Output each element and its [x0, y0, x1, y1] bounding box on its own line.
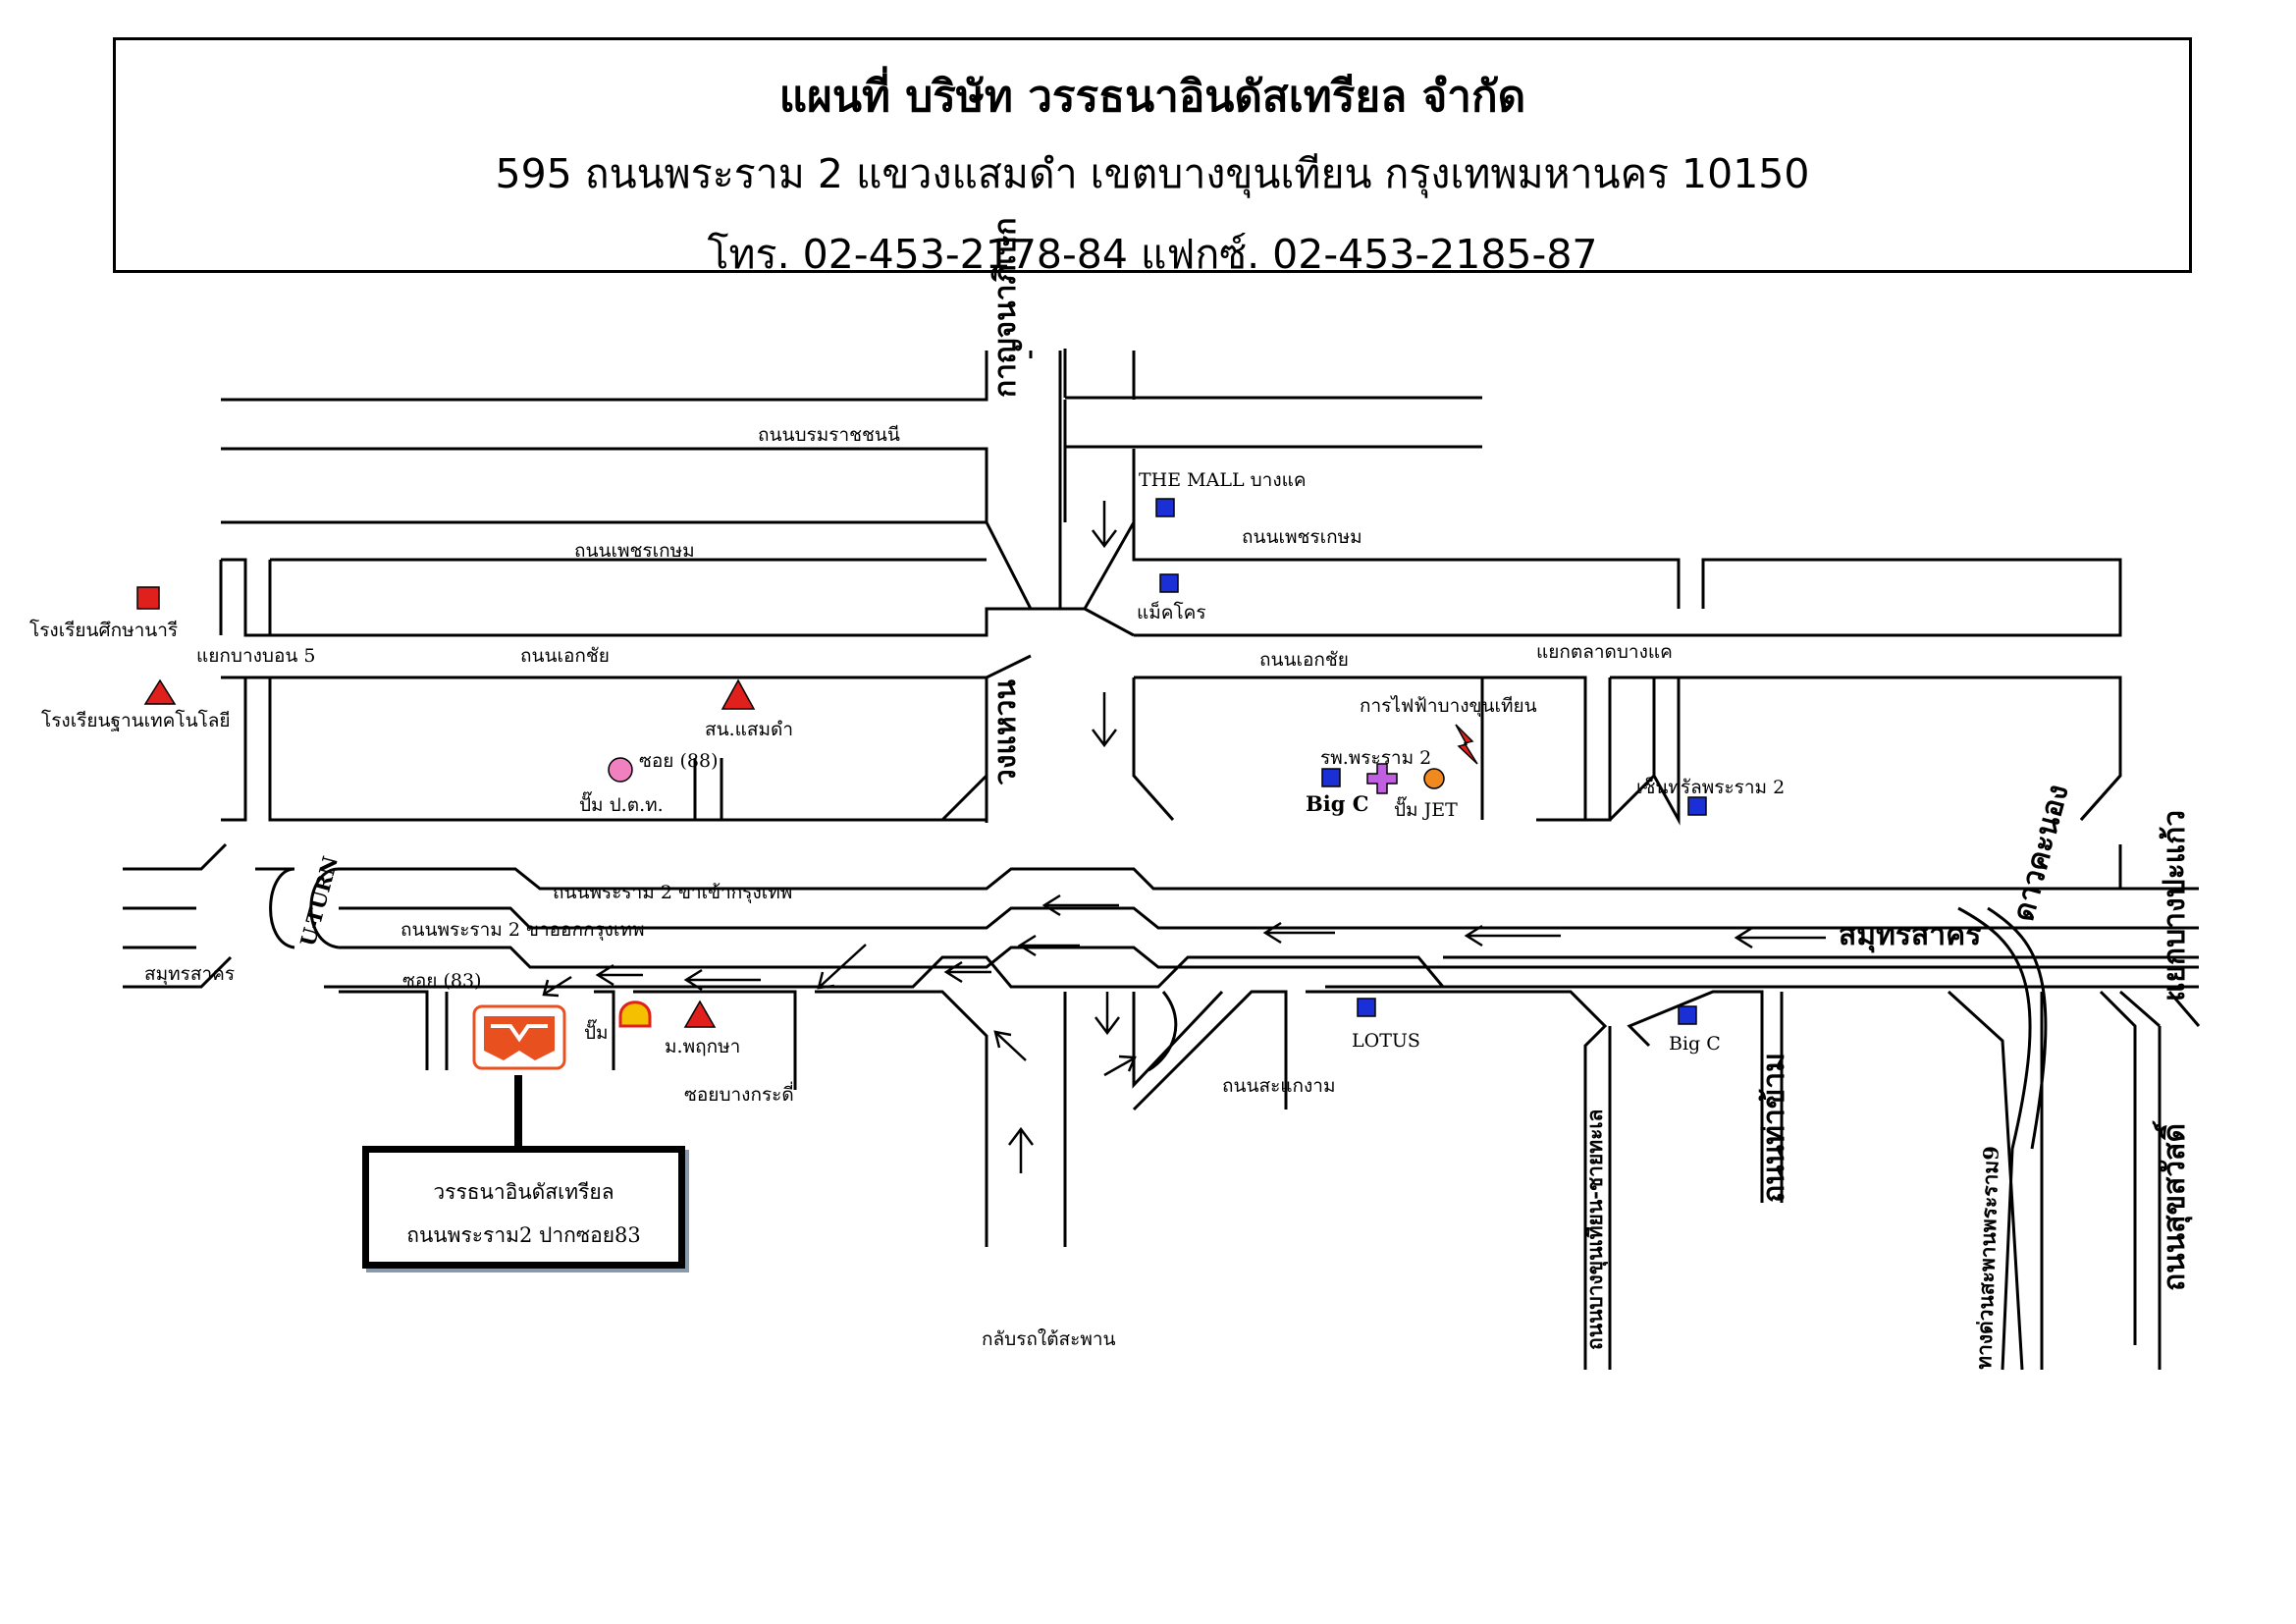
traffic-arrows: [542, 501, 1826, 1173]
road-label: ซอยบางกระดี่: [684, 1081, 794, 1106]
hospital-icon: [1366, 763, 1398, 794]
lightning-icon: [1455, 724, 1478, 765]
store-icon: [1159, 573, 1179, 593]
road-label: ถนนเอกชัย: [1259, 649, 1349, 671]
place-label: ปั๊ม ป.ต.ท.: [579, 791, 664, 816]
map-title: แผนที่ บริษัท วรรธนาอินดัสเทรียล จำกัด: [778, 72, 1526, 122]
place-label: LOTUS: [1352, 1030, 1420, 1052]
header-box: แผนที่ บริษัท วรรธนาอินดัสเทรียล จำกัด 5…: [113, 37, 2192, 278]
company-name: วรรธนาอินดัสเทรียล: [433, 1180, 614, 1204]
road-label: U-TURN: [295, 853, 343, 948]
shell-icon: [618, 1001, 652, 1028]
road-label: ถนนสะแกงาม: [1222, 1075, 1336, 1097]
place-label: เซ็นทรัลพระราม 2: [1636, 775, 1785, 798]
warning-triangle-icon: [143, 678, 177, 705]
road-label: ถนนพระราม 2 ขาออกกรุงเทพ: [400, 919, 645, 942]
place-label: ปั๊ม: [584, 1019, 609, 1044]
store-icon: [1357, 998, 1376, 1017]
road-label: แยกบางปะแก้ว: [2158, 810, 2192, 1001]
store-icon: [1155, 498, 1175, 517]
company-contact: โทร. 02-453-2178-84 แฟกซ์. 02-453-2185-8…: [707, 231, 1598, 278]
road-label: ถนนท่าข้าม: [1757, 1053, 1791, 1203]
place-label: รพ.พระราม 2: [1320, 747, 1431, 769]
place-label: Big C: [1669, 1033, 1721, 1055]
store-icon: [1321, 768, 1341, 787]
place-label: THE MALL บางแค: [1139, 469, 1307, 491]
map-icons: [136, 498, 1707, 1146]
store-icon: [1687, 796, 1707, 816]
road-label: แยกตลาดบางแค: [1536, 641, 1673, 663]
company-address: 595 ถนนพระราม 2 แขวงแสมดำ เขตบางขุนเทียน…: [495, 150, 1810, 197]
road-label: ถนนเอกชัย: [520, 645, 610, 667]
smiley-icon: [608, 757, 633, 783]
road-label: วงแหวน: [988, 679, 1023, 785]
road-label: ซอย (83): [402, 970, 481, 992]
road-label: ซอย (88): [639, 750, 718, 772]
place-label: ปั๊ม JET: [1394, 796, 1458, 821]
road-label: ถนนเพชรเกษม: [1242, 526, 1362, 548]
road-label: สมุทรสาคร: [144, 963, 235, 986]
company-location: ถนนพระราม2 ปากซอย83: [406, 1223, 641, 1247]
road-label: แยกบางบอน 5: [196, 645, 315, 667]
road-label: กลับรถใต้สะพาน: [982, 1328, 1116, 1350]
road-label: ถนนสุขสวัสดิ์: [2152, 1119, 2193, 1291]
fuel-icon: [1423, 768, 1445, 789]
flag-icon: [136, 586, 160, 610]
road-label: ถนนพระราม 2 ขาเข้ากรุงเทพ: [553, 882, 792, 904]
road-network: [123, 349, 2201, 1371]
road-label: สมุทรสาคร: [1839, 918, 1981, 953]
place-label: โรงเรียนฐานเทคโนโลยี: [41, 709, 231, 731]
road-label: ดาวคะนอง: [2006, 781, 2076, 925]
place-label: การไฟฟ้าบางขุนเทียน: [1360, 695, 1537, 718]
place-label: สน.แสมดำ: [705, 719, 793, 740]
company-logo-icon: [472, 1004, 566, 1070]
place-label: แม็คโคร: [1137, 600, 1206, 623]
map-labels: ถนนบรมราชชนนี ถนนเพชรเกษม ถนนเพชรเกษม ถน…: [29, 218, 2193, 1371]
road-label: ถนนบรมราชชนนี: [758, 424, 900, 446]
road-label: ถนนเพชรเกษม: [574, 540, 695, 562]
warning-triangle-icon: [721, 678, 756, 710]
company-location-box: วรรธนาอินดัสเทรียล ถนนพระราม2 ปากซอย83: [362, 1146, 685, 1269]
place-label: Big C: [1306, 791, 1368, 816]
road-label: ถนนบางขุนเทียน-ชายทะเล: [1582, 1110, 1609, 1350]
road-label: กาญจนาภิเษก: [988, 218, 1023, 398]
warning-triangle-icon: [683, 1000, 717, 1028]
place-label: โรงเรียนศึกษานารี: [29, 619, 178, 641]
place-label: ม.พฤกษา: [665, 1036, 740, 1057]
road-label: ทางด่วนสะพานพระราม9: [1971, 1146, 2003, 1370]
store-icon: [1678, 1005, 1697, 1025]
